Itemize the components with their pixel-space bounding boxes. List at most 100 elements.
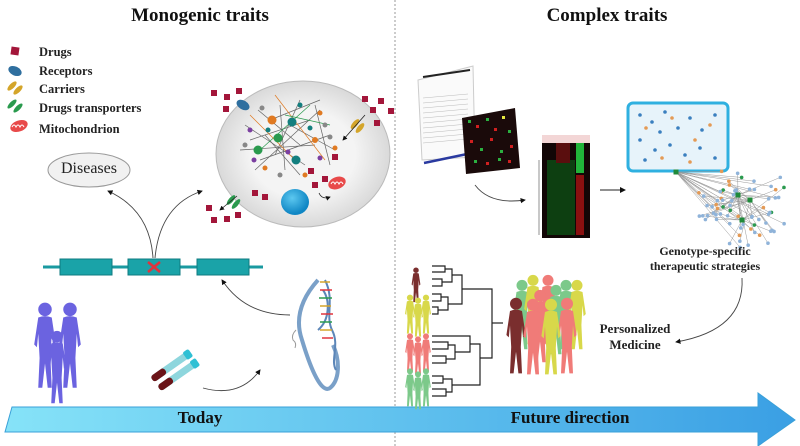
- network-node: [705, 213, 710, 218]
- network-node: [778, 175, 783, 180]
- legend-label-drugs: Drugs: [39, 45, 72, 59]
- timeline-arrow: [4, 392, 796, 446]
- genotype-caption: Genotype-specific therapeutic strategies: [640, 244, 770, 274]
- network-node: [739, 226, 743, 230]
- legend-label-receptors: Receptors: [39, 64, 93, 78]
- network-node: [700, 214, 705, 218]
- network-node: [711, 211, 716, 215]
- membrane-receptor: [236, 99, 250, 111]
- network-node: [747, 187, 752, 191]
- protein-network: [239, 94, 336, 176]
- network-node: [718, 189, 723, 194]
- personalized-crowd: [506, 274, 586, 375]
- network-node: [721, 205, 725, 209]
- network-node: [725, 213, 730, 218]
- network-node: [750, 214, 754, 219]
- timeline-label-today: Today: [177, 408, 223, 427]
- network-node: [752, 179, 756, 183]
- legend-label-mitochondrion: Mitochondrion: [39, 122, 120, 136]
- network-node: [761, 205, 766, 210]
- arrow-dna-to-gene: [221, 279, 291, 316]
- network-node: [735, 171, 740, 176]
- network-node: [731, 192, 736, 197]
- network-node: [714, 217, 719, 222]
- network-node: [776, 195, 781, 200]
- network-node: [738, 239, 742, 244]
- cell: [215, 80, 391, 228]
- gene: [43, 258, 263, 276]
- genotype-caption-line2: therapeutic strategies: [649, 259, 761, 273]
- drug-molecules: [206, 88, 394, 223]
- arrow-sample-to-dna: [202, 369, 261, 392]
- network-node: [718, 212, 723, 216]
- network-node: [752, 230, 757, 235]
- network-node: [729, 198, 734, 203]
- network-node: [719, 169, 724, 174]
- network-node: [701, 194, 706, 198]
- network-node: [782, 185, 786, 190]
- network-node: [721, 188, 725, 192]
- arrow-to-diseases: [107, 190, 154, 259]
- membrane-carrier: [350, 119, 365, 133]
- network-nodes: [242, 102, 338, 178]
- network-node: [733, 188, 737, 193]
- legend-label-carriers: Carriers: [39, 82, 85, 96]
- mitochondrion-icon: [10, 119, 28, 133]
- sequence-document: [417, 65, 476, 165]
- network-node: [727, 179, 731, 184]
- network-node: [749, 227, 753, 231]
- mutation-x-icon: [147, 261, 161, 273]
- network-node: [769, 184, 773, 189]
- pathway-map-image: [623, 95, 733, 175]
- network-node: [768, 229, 773, 234]
- network-hub: [747, 197, 753, 203]
- legend-icons: [7, 46, 28, 133]
- network-node: [714, 202, 718, 207]
- network-node: [746, 243, 750, 247]
- personalized-line1: Personalized: [599, 321, 671, 336]
- network-node: [738, 245, 742, 250]
- family-silhouette: [34, 302, 81, 404]
- legend-label-drugs-transporters: Drugs transporters: [39, 101, 142, 115]
- interaction-network-image: [673, 169, 786, 250]
- personalized-medicine-caption: Personalized Medicine: [580, 321, 690, 353]
- personalized-line2: Medicine: [609, 337, 661, 352]
- patient-groups: [405, 267, 431, 410]
- arrow-to-heatmap: [474, 184, 526, 204]
- genotype-caption-line1: Genotype-specific: [659, 244, 751, 258]
- network-node: [697, 214, 702, 218]
- network-node: [782, 221, 786, 226]
- network-node: [773, 187, 778, 192]
- dendrogram: [432, 265, 503, 397]
- network-hub: [739, 217, 745, 223]
- drug-transporter-icon: [7, 99, 23, 113]
- network-node: [737, 233, 742, 238]
- complex-title: Complex traits: [546, 5, 668, 26]
- network-node: [715, 206, 720, 211]
- network-node: [728, 203, 732, 208]
- network-node: [757, 217, 761, 222]
- network-hub: [735, 192, 741, 198]
- network-node: [736, 214, 740, 219]
- network-node: [752, 187, 757, 192]
- microarray-image: [462, 108, 520, 174]
- timeline-label-future: Future direction: [510, 408, 630, 427]
- network-node: [766, 196, 771, 201]
- network-node: [773, 196, 778, 200]
- monogenic-title: Monogenic traits: [131, 5, 269, 26]
- blood-tubes-icon: [151, 349, 200, 391]
- network-node: [768, 210, 772, 215]
- network-node: [752, 223, 757, 227]
- carrier-icon: [7, 81, 23, 95]
- network-node: [764, 221, 768, 225]
- network-node: [720, 198, 725, 202]
- arrow-to-cell: [154, 189, 203, 259]
- network-hub: [673, 169, 679, 175]
- nucleus: [281, 189, 309, 215]
- network-node: [741, 222, 745, 227]
- receptor-icon: [8, 65, 22, 77]
- network-node: [727, 183, 732, 187]
- arrow-to-personalized: [675, 277, 743, 344]
